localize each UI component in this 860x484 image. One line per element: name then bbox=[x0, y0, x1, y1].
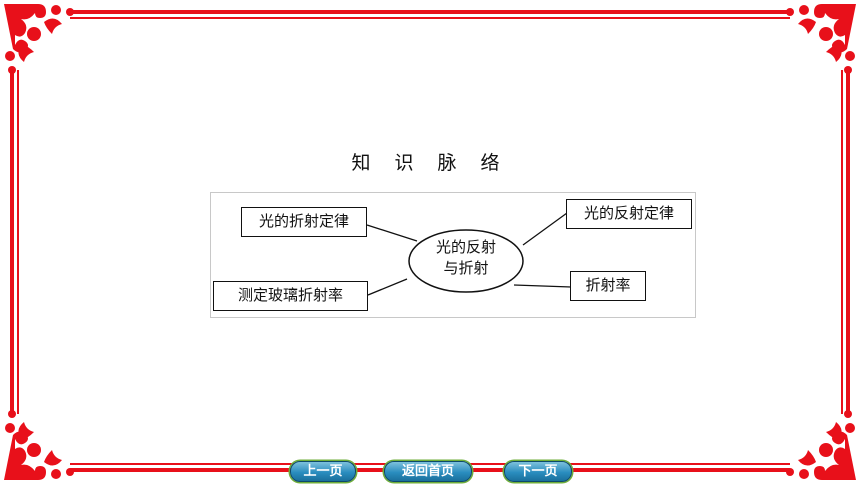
node-refraction-law: 光的折射定律 bbox=[241, 207, 367, 237]
connector-top-left bbox=[366, 224, 418, 242]
corner-ornament-top-left-icon bbox=[4, 4, 74, 74]
connector-top-right bbox=[522, 212, 568, 246]
connector-bottom-left bbox=[367, 278, 408, 296]
home-page-button[interactable]: 返回首页 bbox=[384, 461, 472, 482]
center-node: 光的反射 与折射 bbox=[417, 237, 515, 279]
concept-map-connectors bbox=[366, 212, 572, 296]
connector-bottom-right bbox=[513, 284, 572, 288]
concept-map: 光的反射 与折射 光的折射定律 测定玻璃折射率 光的反射定律 折射率 bbox=[210, 192, 696, 318]
prev-page-button[interactable]: 上一页 bbox=[290, 461, 356, 482]
next-page-button[interactable]: 下一页 bbox=[504, 461, 572, 482]
center-node-line2: 与折射 bbox=[443, 259, 489, 277]
page-title: 知 识 脉 络 bbox=[351, 152, 509, 174]
corner-ornament-bottom-right-icon bbox=[786, 410, 856, 480]
center-ellipse bbox=[408, 229, 524, 293]
center-node-line1: 光的反射 bbox=[435, 238, 496, 256]
corner-ornament-top-right-icon bbox=[786, 4, 856, 74]
node-measure-glass-index: 测定玻璃折射率 bbox=[213, 281, 368, 311]
node-reflection-law: 光的反射定律 bbox=[566, 199, 692, 229]
corner-ornament-bottom-left-icon bbox=[4, 410, 74, 480]
node-refractive-index: 折射率 bbox=[570, 271, 646, 301]
